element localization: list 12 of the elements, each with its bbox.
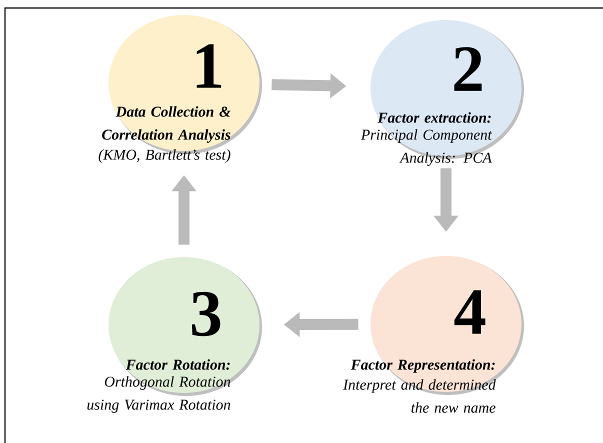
step-number: 4 (454, 290, 486, 334)
step-number: 3 (192, 292, 220, 336)
step-description: Principal Component Analysis: PCA (360, 129, 492, 166)
step-description: Orthogonal Rotation using Varimax Rotation (87, 376, 230, 413)
step-heading: Factor Rotation: (126, 359, 230, 370)
step-number: 2 (454, 47, 482, 91)
step-description: (KMO, Bartlett’s test) (98, 149, 230, 163)
step-number: 1 (196, 44, 222, 88)
step-heading: Data Collection & Correlation Analysis (102, 106, 231, 143)
step-heading: Factor Representation: (350, 359, 495, 373)
step-heading: Factor extraction: (378, 112, 491, 123)
step-description: Interpret and determined the new name (343, 379, 496, 413)
